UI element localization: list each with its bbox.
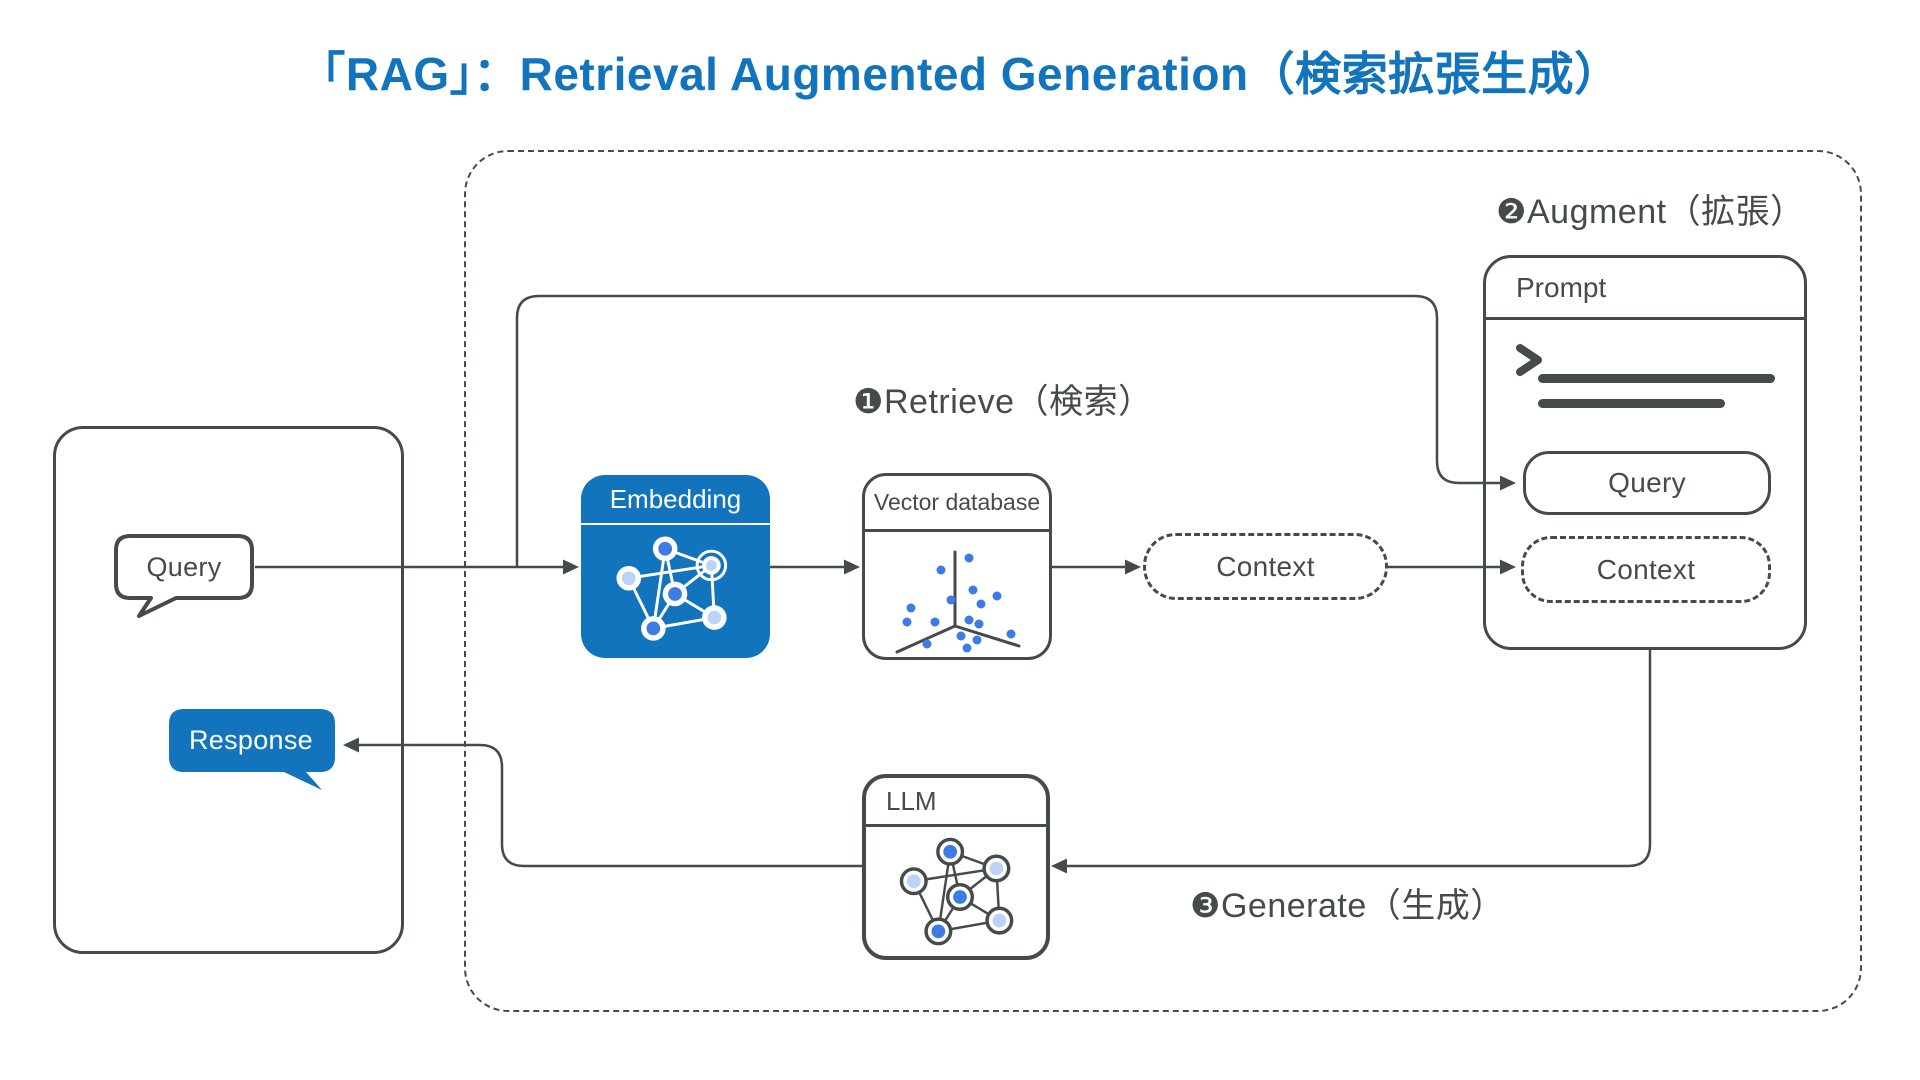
prompt-query-label: Query (1608, 467, 1686, 498)
llm-network-icon (899, 837, 1014, 946)
context-pill-label: Context (1216, 550, 1315, 582)
llm-label: LLM (866, 778, 1046, 827)
user-panel (53, 426, 404, 954)
speech-bubble-icon (169, 709, 335, 790)
response-bubble-label: Response (189, 725, 313, 755)
step-augment-label: ❷Augment（拡張） (1496, 193, 1805, 231)
speech-bubble-icon (114, 534, 254, 618)
prompt-card: Prompt Query Context (1483, 255, 1807, 650)
response-bubble: Response (167, 707, 339, 791)
step-retrieve-label: ❶Retrieve（検索） (853, 383, 1153, 421)
vector-db-card: Vector database (862, 473, 1052, 660)
step-generate-label: ❸Generate（生成） (1190, 887, 1505, 925)
embedding-label: Embedding (581, 475, 770, 525)
context-pill: Context (1143, 533, 1388, 600)
prompt-context-pill: Context (1521, 536, 1771, 603)
chevron-right-icon (1516, 344, 1542, 376)
vector-scatter-icon (895, 550, 1021, 654)
prompt-text-line (1538, 399, 1725, 408)
page-title: 「RAG」：Retrieval Augmented Generation（検索拡… (299, 48, 1621, 100)
embedding-card: Embedding (581, 475, 770, 658)
embedding-network-icon (616, 536, 728, 641)
prompt-label: Prompt (1486, 258, 1804, 320)
prompt-query-pill: Query (1523, 451, 1771, 515)
llm-card: LLM (862, 774, 1050, 960)
query-bubble-label: Query (146, 552, 222, 582)
vector-db-label: Vector database (865, 476, 1049, 532)
prompt-text-line (1538, 374, 1775, 383)
query-bubble: Query (112, 533, 262, 621)
prompt-context-label: Context (1596, 553, 1696, 585)
rag-pipeline-box (464, 150, 1862, 1012)
